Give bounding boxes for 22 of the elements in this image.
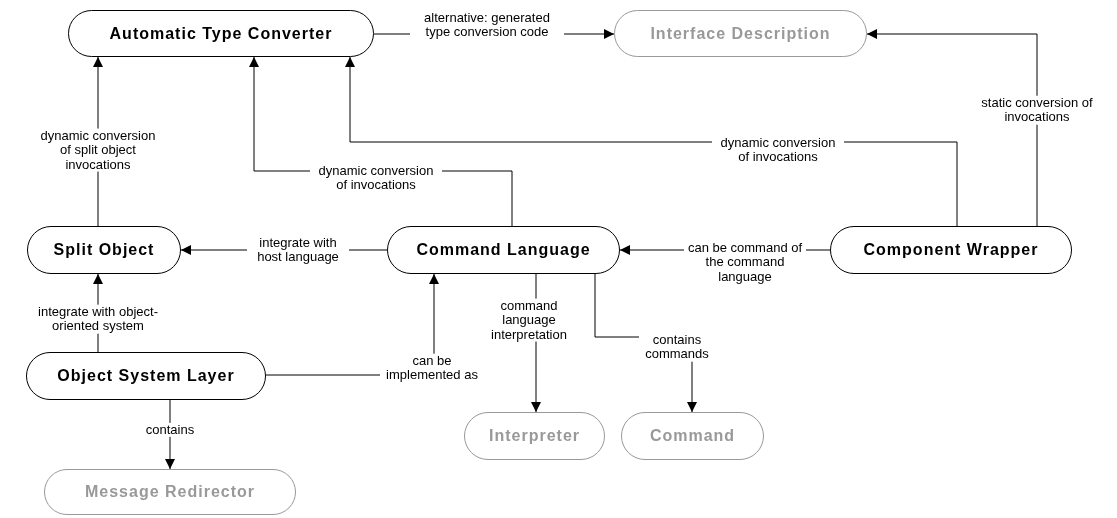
edge-label: integrate with host language <box>247 235 349 265</box>
node-label: Split Object <box>53 241 155 259</box>
node-label: Command <box>649 427 736 445</box>
rounded-node <box>68 10 374 57</box>
rounded-node <box>44 469 296 515</box>
node-label: Component Wrapper <box>863 241 1039 259</box>
rounded-node <box>621 412 764 460</box>
rounded-node <box>464 412 605 460</box>
node-label: Command Language <box>416 241 591 259</box>
node-label: Interpreter <box>489 427 580 445</box>
rounded-node <box>26 352 266 400</box>
rounded-node <box>830 226 1072 274</box>
node-label: Object System Layer <box>57 367 235 385</box>
edge-label: alternative: generated type conversion code <box>410 10 564 40</box>
node-label: Interface Description <box>650 24 831 43</box>
node-label: Message Redirector <box>84 483 256 501</box>
node-label: Automatic Type Converter <box>109 24 333 43</box>
edge-label: can be command of the command language <box>684 240 806 284</box>
rounded-node <box>27 226 181 274</box>
rounded-node <box>387 226 620 274</box>
rounded-node <box>614 10 867 57</box>
arrow <box>866 29 1038 227</box>
